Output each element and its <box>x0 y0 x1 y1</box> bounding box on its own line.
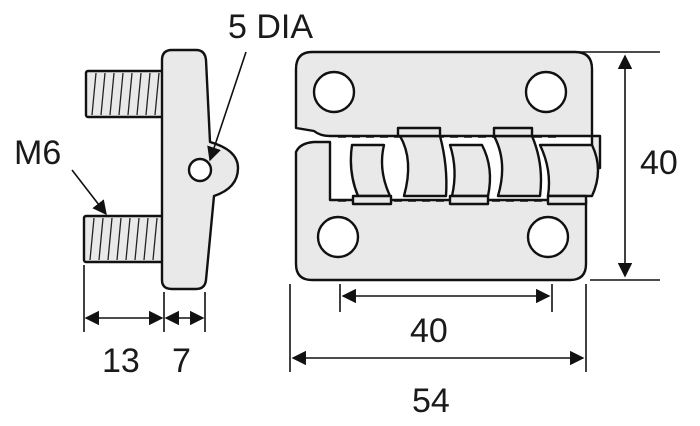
hole-dia-leader <box>207 51 247 162</box>
upper-leaf <box>294 50 602 170</box>
upper-stud <box>84 69 166 119</box>
lower-leaf <box>294 140 588 282</box>
mount-hole-top-left <box>312 70 356 114</box>
lower-stud <box>82 214 166 264</box>
front-view <box>294 50 602 282</box>
overall-width-label: 54 <box>412 382 450 420</box>
pin-hole <box>187 157 213 183</box>
hole-dia-label: 5 DIA <box>228 8 313 46</box>
leaf-thickness-label: 7 <box>172 342 191 380</box>
hole-spacing-label: 40 <box>410 312 448 350</box>
mount-hole-top-right <box>524 70 568 114</box>
knuckles <box>349 126 600 206</box>
stud-length-label: 13 <box>102 342 140 380</box>
side-view <box>82 48 240 291</box>
thread-label: M6 <box>14 134 61 172</box>
mount-hole-bottom-right <box>526 215 570 259</box>
thread-leader <box>71 169 107 216</box>
height-label: 40 <box>640 144 678 182</box>
mount-hole-bottom-left <box>316 215 360 259</box>
